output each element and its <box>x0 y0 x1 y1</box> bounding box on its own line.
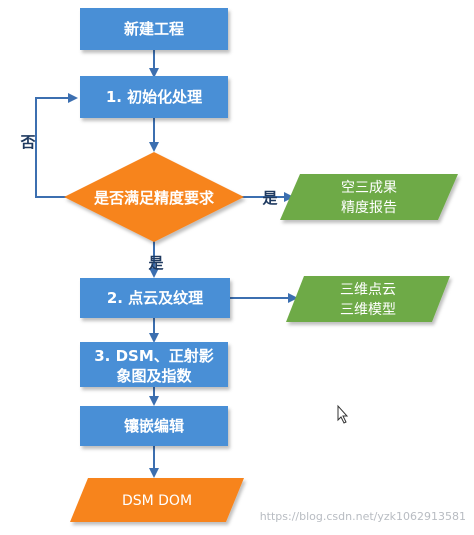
edge-label-no: 否 <box>19 133 35 151</box>
watermark: https://blog.csdn.net/yzk1062913581 <box>259 510 466 523</box>
node-output-3d: 三维点云 三维模型 <box>286 276 450 322</box>
node-step3: 3. DSM、正射影 象图及指数 <box>80 342 228 387</box>
edge-label-yes-down: 是 <box>147 254 164 272</box>
node-step4-label: 镶嵌编辑 <box>124 417 184 435</box>
node-output-aerial-line2: 精度报告 <box>341 200 397 216</box>
edge-label-yes-right: 是 <box>261 189 278 207</box>
node-new-project-label: 新建工程 <box>124 20 184 38</box>
node-decision-label: 是否满足精度要求 <box>93 189 215 207</box>
node-step3-line1: 3. DSM、正射影 <box>94 347 214 365</box>
cursor-icon <box>337 404 349 424</box>
node-output-3d-line1: 三维点云 <box>340 282 396 298</box>
node-output-final-label: DSM DOM <box>122 493 192 509</box>
node-output-aerial-line1: 空三成果 <box>341 180 397 196</box>
node-decision: 是否满足精度要求 <box>64 152 244 242</box>
node-step1-label: 1. 初始化处理 <box>106 88 202 106</box>
node-step4: 镶嵌编辑 <box>80 406 228 446</box>
node-step3-line2: 象图及指数 <box>116 367 192 385</box>
node-step1: 1. 初始化处理 <box>80 76 228 118</box>
arrow-decision-no-loop <box>35 93 78 198</box>
node-new-project: 新建工程 <box>80 8 228 50</box>
node-output-aerial: 空三成果 精度报告 <box>280 174 458 220</box>
node-step2: 2. 点云及纹理 <box>80 278 230 318</box>
connectors <box>35 50 298 478</box>
node-output-final: DSM DOM <box>70 478 244 522</box>
node-output-3d-line2: 三维模型 <box>340 302 396 318</box>
node-step2-label: 2. 点云及纹理 <box>107 289 203 307</box>
